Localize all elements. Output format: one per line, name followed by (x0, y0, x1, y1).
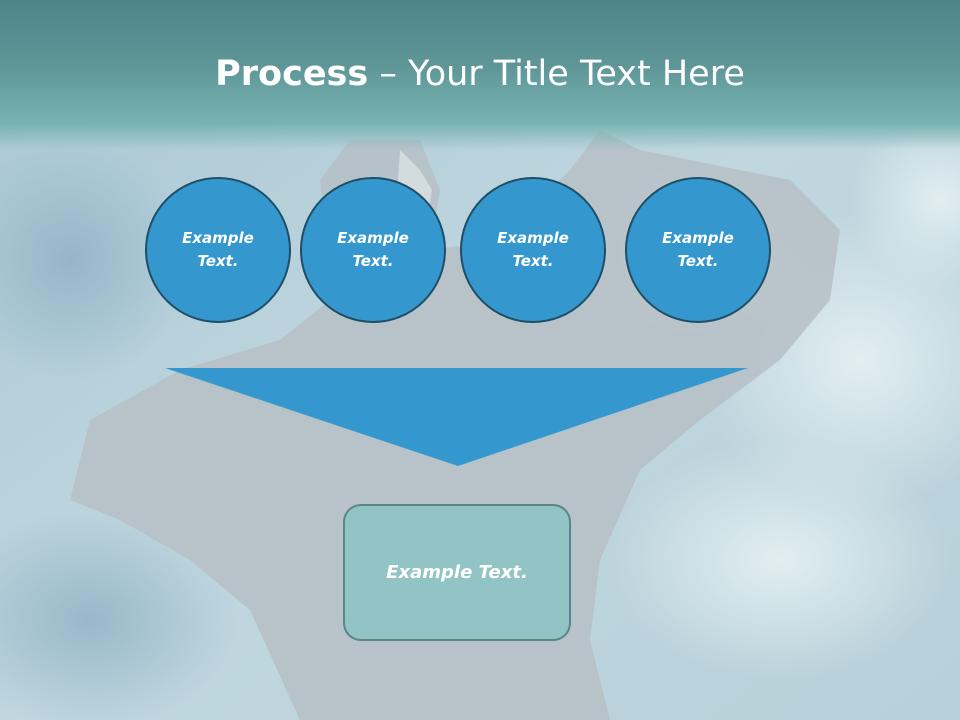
process-circle-3: Example Text. (460, 177, 606, 323)
process-circle-label: Example Text. (662, 229, 734, 270)
title-rest-part: – Your Title Text Here (368, 54, 745, 94)
title-bold-part: Process (215, 54, 369, 94)
funnel-triangle (165, 368, 748, 466)
process-circle-4: Example Text. (625, 177, 771, 323)
process-circle-1: Example Text. (145, 177, 291, 323)
process-circle-label: Example Text. (337, 229, 409, 270)
title-bar (0, 0, 960, 150)
process-circle-label: Example Text. (182, 229, 254, 270)
process-circle-label: Example Text. (497, 229, 569, 270)
process-circle-2: Example Text. (300, 177, 446, 323)
result-label: Example Text. (386, 561, 528, 583)
result-box: Example Text. (343, 504, 571, 641)
slide-title: Process – Your Title Text Here (0, 52, 960, 96)
